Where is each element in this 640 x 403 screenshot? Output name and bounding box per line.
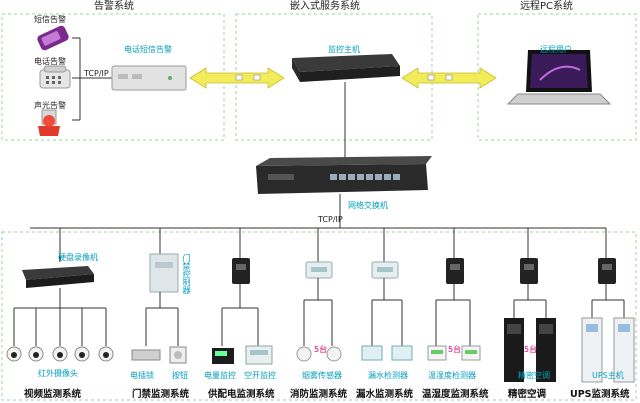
button-caption: 按钮 — [172, 371, 188, 380]
ups-module-device — [598, 258, 616, 284]
tcpip-center-label: TCP/IP — [318, 215, 343, 224]
phone-sms-alarm-device — [111, 65, 187, 91]
temp-humidity-caption: 温湿度检测器 — [428, 371, 476, 380]
embedded-system-title: 嵌入式服务系统 — [290, 1, 360, 12]
subsystem-label: 供配电监测系统 — [208, 389, 275, 400]
exit-button-icon — [169, 346, 187, 364]
smoke-quantity: 5台 — [314, 345, 328, 354]
remote-user-laptop — [506, 50, 612, 105]
ac-module-device — [520, 258, 538, 284]
subsystem-label: 视频监测系统 — [24, 389, 82, 400]
smoke-sensor-icons — [296, 346, 342, 362]
access-controller-caption: 门禁控制器 — [182, 254, 191, 294]
smoke-sensor-caption: 烟雾传感器 — [302, 371, 342, 380]
sms-alarm-phone-icon — [37, 25, 69, 51]
power-monitor-caption: 电量监控 — [204, 371, 236, 380]
telephone-alarm-icon — [39, 65, 71, 89]
precision-ac-caption: 精密空调 — [518, 371, 550, 380]
breaker-monitor-icon — [245, 345, 273, 365]
subsystem-label: UPS监测系统 — [570, 389, 630, 400]
subsystem-label: 漏水监测系统 — [356, 389, 414, 400]
sound-light-alarm-label: 声光告警 — [34, 101, 66, 110]
ac-quantity: 5台 — [524, 345, 538, 354]
switch-monitor-caption: 空开监控 — [244, 371, 276, 380]
tcpip-left-label: TCP/IP — [84, 69, 109, 78]
remote-pc-title: 远程PC系统 — [520, 1, 574, 12]
phone-alarm-label: 电话告警 — [34, 57, 66, 66]
infrared-camera-caption: 红外摄像头 — [38, 369, 78, 378]
alarm-system-title: 告警系统 — [94, 1, 134, 12]
network-switch-caption: 网络交换机 — [348, 201, 388, 210]
ups-cabinets — [581, 317, 635, 383]
monitor-host-server — [292, 54, 400, 82]
subsystem-label: 消防监测系统 — [290, 389, 348, 400]
remote-user-caption: 远程用户 — [540, 45, 572, 54]
sms-alarm-label: 短信告警 — [34, 15, 66, 24]
leak-detector-icons — [361, 345, 413, 361]
hdd-recorder-device — [22, 266, 94, 288]
access-controller-device — [149, 253, 179, 293]
strobe-siren-icon — [38, 109, 60, 136]
network-switch — [256, 156, 432, 194]
temp-quantity: 5台 — [448, 345, 462, 354]
subsystem-label: 温湿度监测系统 — [422, 389, 489, 400]
leak-detector-caption: 漏水检测器 — [368, 371, 408, 380]
electric-lock-icon — [131, 349, 161, 361]
power-meter-icon — [212, 348, 234, 364]
precision-ac-cabinets — [504, 318, 556, 382]
monitoring-subsystems-region — [1, 231, 637, 401]
elec-lock-caption: 电插锁 — [130, 371, 154, 380]
subsystem-label: 精密空调 — [508, 389, 547, 400]
ups-host-caption: UPS主机 — [592, 371, 624, 380]
phone-sms-alarm-caption: 电话短信告警 — [124, 45, 172, 54]
subsystem-label: 门禁监测系统 — [132, 389, 190, 400]
infrared-camera-icons — [6, 346, 114, 362]
leak-module-device — [371, 261, 399, 279]
power-module-device — [232, 258, 250, 284]
temp-module-device — [446, 258, 464, 284]
hdd-recorder-caption: 硬盘录像机 — [58, 253, 98, 262]
monitor-host-caption: 监控主机 — [328, 45, 360, 54]
smoke-module-device — [305, 261, 333, 279]
